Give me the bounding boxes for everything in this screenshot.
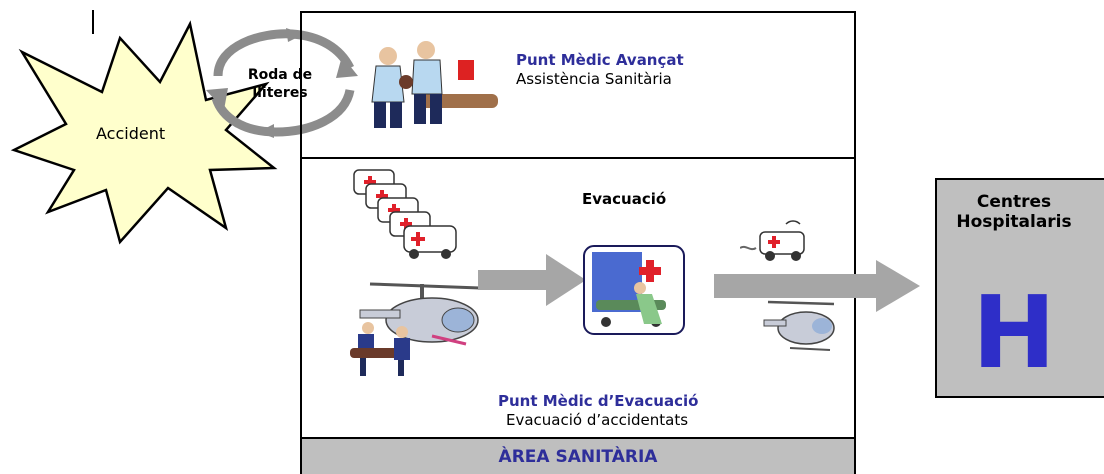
hospital-h-symbol: H: [972, 274, 1056, 391]
health-area-label: ÀREA SANITÀRIA: [498, 446, 658, 467]
accident-burst: [10, 20, 278, 245]
evacuation-medical-post-subtitle: Evacuació d’accidentats: [506, 411, 689, 429]
paramedics-illustration: [371, 41, 498, 128]
hospital-centers-title: Centres Hospitalaris: [956, 192, 1072, 232]
small-helicopter-icon: [763, 300, 835, 351]
small-ambulance-icon: [740, 220, 805, 261]
advanced-medical-post-subtitle: Assistència Sanitària: [516, 70, 672, 88]
ambulance-stack-illustration: [353, 169, 457, 259]
evacuation-stretcher-icon: [583, 245, 685, 335]
stretcher-wheel-label: Roda de lliteres: [247, 67, 313, 101]
evacuation-label: Evacuació: [582, 190, 667, 208]
accident-label: Accident: [96, 124, 166, 143]
evacuation-medical-post-title: Punt Mèdic d’Evacuació: [498, 392, 699, 410]
advanced-medical-post-panel: [300, 11, 856, 158]
corner-tick: [92, 10, 94, 34]
accident-burst-shape: [10, 20, 278, 245]
helicopter-illustration: [350, 282, 481, 376]
arrow-to-evacuation: [478, 254, 586, 306]
stretcher-wheel: [206, 28, 358, 138]
hospital-centers-panel: Centres Hospitalaris H: [935, 178, 1104, 398]
advanced-medical-post-title: Punt Mèdic Avançat: [516, 51, 684, 69]
health-area-band: ÀREA SANITÀRIA: [300, 437, 856, 474]
arrow-to-hospital: [714, 260, 920, 312]
